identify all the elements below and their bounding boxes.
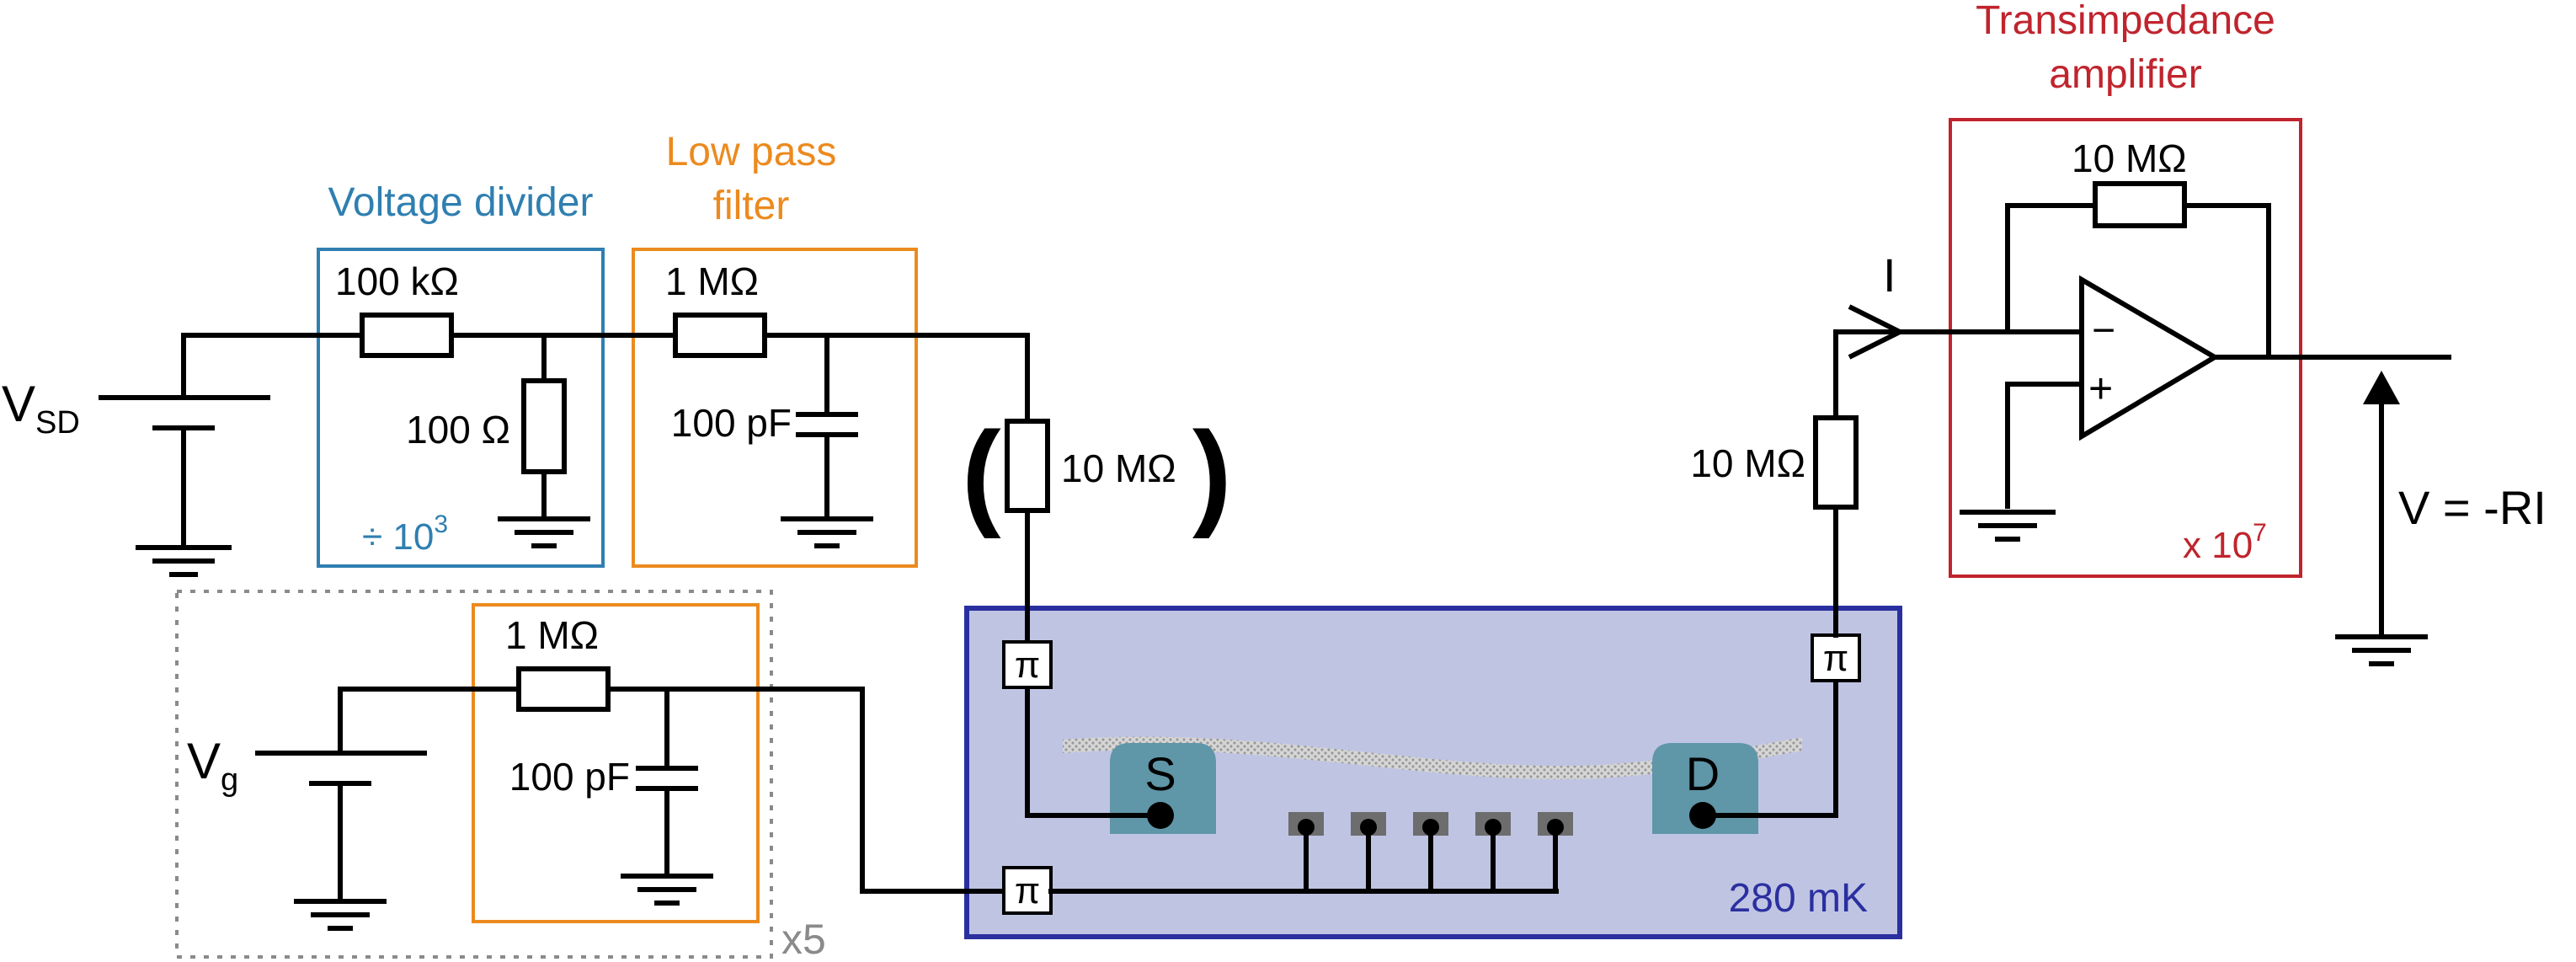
voltage-divider-ratio: ÷ 103	[362, 510, 448, 558]
ground-icon	[136, 545, 232, 577]
current-label: I	[1883, 249, 1896, 302]
opamp-plus: +	[2088, 365, 2113, 412]
drain-contact-label: D	[1686, 747, 1720, 800]
resistor-feedback-10M-label: 10 MΩ	[2072, 136, 2187, 180]
ground-icon	[621, 874, 713, 906]
low-pass-filter-box	[632, 248, 918, 568]
source-contact-dot	[1147, 802, 1174, 829]
low-pass-filter-title-1: Low pass	[666, 130, 837, 174]
output-arrow-icon	[2363, 371, 2400, 404]
source-contact	[1110, 743, 1216, 834]
ground-icon	[781, 516, 873, 548]
resistor-1M-label: 1 MΩ	[665, 259, 759, 303]
low-pass-filter-title-2: filter	[713, 184, 790, 228]
paren-close: )	[1192, 407, 1232, 539]
voltage-divider-title: Voltage divider	[328, 180, 594, 225]
amplifier-title-1: Transimpedance	[1976, 0, 2275, 43]
opamp-minus: −	[2092, 308, 2115, 353]
ground-icon	[294, 899, 387, 931]
vg-label: Vg	[187, 733, 238, 798]
resistor-drain-10M-label: 10 MΩ	[1690, 441, 1805, 485]
ground-icon	[1960, 510, 2056, 542]
paren-open: (	[962, 407, 1001, 539]
gate-repeat-multiplier: x5	[781, 916, 826, 962]
opamp-icon	[2079, 275, 2220, 441]
vg-source	[255, 687, 519, 901]
pi-filter-gate-label: π	[1015, 870, 1040, 911]
gate-wires	[1298, 819, 1564, 891]
resistor-100k-label: 100 kΩ	[335, 259, 459, 303]
output-voltage-label: V = -RI	[2398, 481, 2547, 534]
capacitor-100pF-label: 100 pF	[671, 401, 792, 445]
resistor-feedback-10M	[2093, 181, 2187, 228]
drain-contact	[1652, 743, 1758, 834]
current-arrow-icon	[1848, 304, 1906, 360]
amplifier-title-2: amplifier	[2049, 52, 2201, 97]
gate-repeat-box	[175, 590, 773, 959]
resistor-100-ohm-label: 100 Ω	[406, 408, 510, 452]
graphene-layer	[1063, 736, 1802, 780]
source-contact-label: S	[1144, 747, 1176, 800]
voltage-divider-box	[317, 248, 605, 568]
vsd-source	[99, 333, 362, 547]
resistor-source-10M	[1005, 419, 1050, 513]
resistor-gate-1M-label: 1 MΩ	[505, 613, 599, 657]
resistor-drain-10M	[1813, 415, 1859, 510]
resistor-gate-1M	[516, 666, 611, 712]
cryostat-temperature: 280 mK	[1729, 876, 1868, 921]
resistor-1M	[673, 313, 767, 358]
resistor-100-ohm	[521, 378, 567, 474]
amplifier-box	[1949, 118, 2302, 578]
ground-icon	[2335, 634, 2428, 666]
pi-filter-drain-label: π	[1823, 638, 1848, 679]
pi-filter-source-label: π	[1015, 644, 1040, 686]
gate-filter-box	[472, 603, 760, 923]
resistor-100k	[360, 313, 454, 358]
resistor-source-10M-label: 10 MΩ	[1061, 446, 1176, 490]
capacitor-gate-100pF-label: 100 pF	[509, 755, 630, 799]
ground-icon	[498, 516, 590, 548]
amplifier-gain: x 107	[2183, 519, 2267, 566]
vsd-label: VSD	[2, 376, 80, 441]
